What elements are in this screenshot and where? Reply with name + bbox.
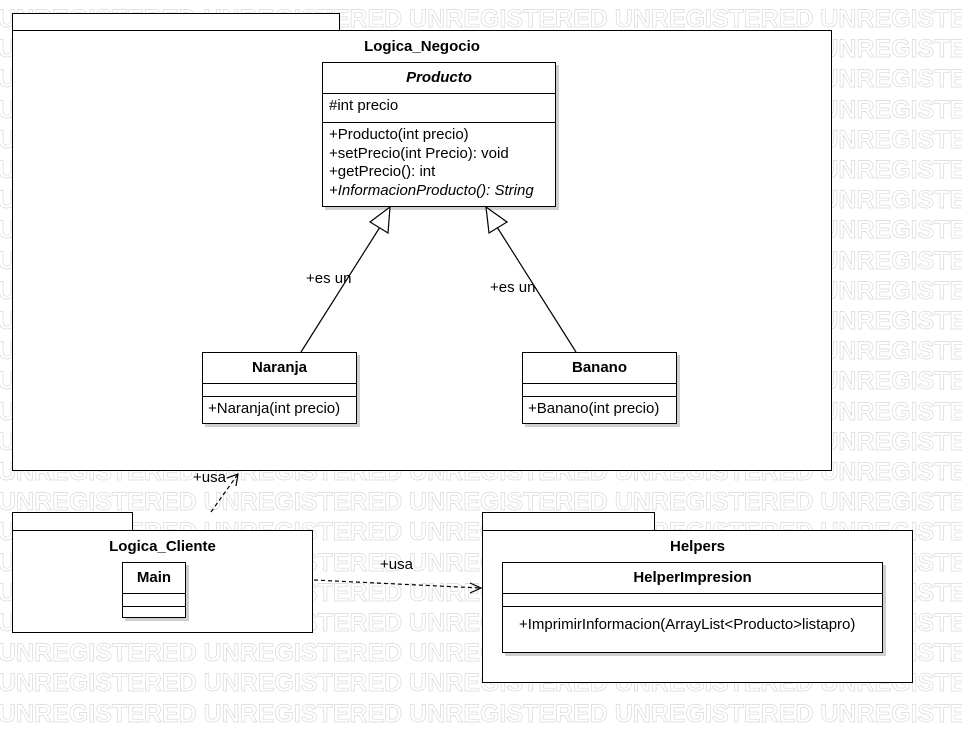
class-name-helperimpresion: HelperImpresion — [503, 563, 882, 594]
watermark-row: UNREGISTERED UNREGISTERED UNREGISTERED U… — [0, 699, 962, 728]
class-main[interactable]: Main — [122, 562, 186, 618]
operation-constructor-naranja: +Naranja(int precio) — [208, 400, 341, 417]
class-operations-helperimpresion: +ImprimirInformacion(ArrayList<Producto>… — [503, 607, 882, 635]
package-tab-logica-negocio — [12, 13, 340, 31]
class-operations-banano: +Banano(int precio) — [523, 397, 676, 419]
class-attributes-main — [123, 594, 185, 607]
package-title-logica-negocio: Logica_Negocio — [364, 38, 480, 55]
class-attributes-banano — [523, 384, 676, 397]
class-name-naranja: Naranja — [203, 353, 356, 384]
class-name-banano: Banano — [523, 353, 676, 384]
class-attributes-naranja — [203, 384, 356, 397]
class-operations-producto: +Producto(int precio) +setPrecio(int Pre… — [323, 123, 555, 200]
operation-informacionproducto: +InformacionProducto(): String — [329, 181, 534, 199]
class-operations-naranja: +Naranja(int precio) — [203, 397, 356, 419]
class-naranja[interactable]: Naranja +Naranja(int precio) — [202, 352, 357, 424]
package-title-helpers: Helpers — [669, 538, 726, 555]
edge-label-naranja-producto: +es un — [306, 270, 352, 287]
watermark-row: UNREGISTERED UNREGISTERED UNREGISTERED U… — [0, 488, 962, 517]
operation-imprimirinformacion: +ImprimirInformacion(ArrayList<Producto>… — [519, 616, 856, 633]
package-title-logica-cliente: Logica_Cliente — [109, 538, 216, 555]
class-operations-main — [123, 607, 185, 617]
class-name-main: Main — [123, 563, 185, 594]
class-banano[interactable]: Banano +Banano(int precio) — [522, 352, 677, 424]
class-attributes-producto: #int precio — [323, 94, 555, 123]
operation-setprecio: +setPrecio(int Precio): void — [329, 144, 509, 162]
operation-constructor-banano: +Banano(int precio) — [528, 400, 660, 417]
attribute-precio: #int precio — [329, 97, 399, 114]
edge-label-cliente-negocio: +usa — [193, 469, 226, 486]
operation-constructor-producto: +Producto(int precio) — [329, 126, 469, 143]
operation-getprecio: +getPrecio(): int — [329, 163, 436, 180]
package-tab-logica-cliente — [12, 512, 133, 531]
package-tab-helpers — [482, 512, 655, 531]
edge-label-banano-producto: +es un — [490, 279, 536, 296]
class-helperimpresion[interactable]: HelperImpresion +ImprimirInformacion(Arr… — [502, 562, 883, 653]
class-name-producto: Producto — [323, 63, 555, 94]
class-producto[interactable]: Producto #int precio +Producto(int preci… — [322, 62, 556, 207]
class-attributes-helperimpresion — [503, 594, 882, 607]
edge-label-cliente-helpers: +usa — [380, 556, 413, 573]
